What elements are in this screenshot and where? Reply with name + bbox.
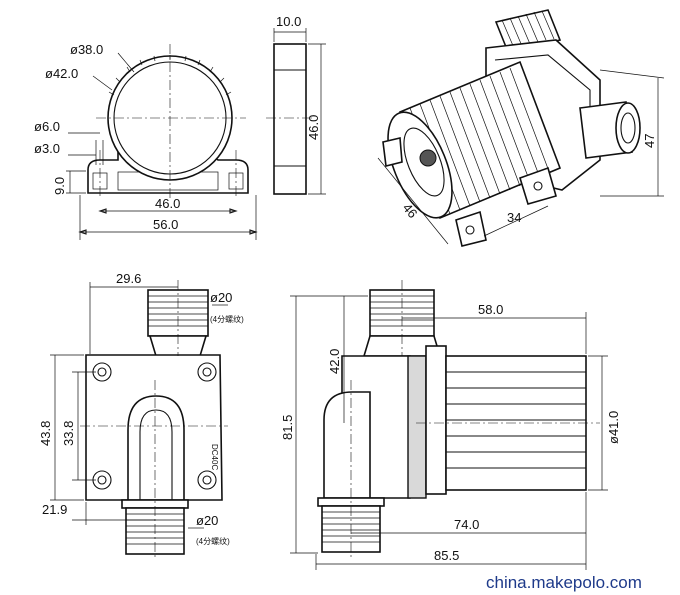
front-view: ø38.0 ø42.0 ø6.0 ø3.0 9.0 46.0 56.0 <box>34 42 258 240</box>
dim-len-inner: 74.0 <box>454 517 479 532</box>
dim-iso-foot: 34 <box>507 210 521 225</box>
note-port-top: (4分螺纹) <box>210 314 244 324</box>
dim-h33: 33.8 <box>61 421 76 446</box>
dim-port-bottom: ø20 <box>196 513 218 528</box>
dim-h46: 46.0 <box>306 115 321 140</box>
dim-offset-top: 29.6 <box>116 271 141 286</box>
model-label: DC40C <box>210 444 219 470</box>
motor-fins-side <box>446 371 586 469</box>
profile-view: 58.0 42.0 81.5 ø41.0 74.0 85.5 <box>280 280 621 570</box>
dim-motor-d: ø41.0 <box>606 411 621 444</box>
dim-d38: ø38.0 <box>70 42 103 57</box>
dim-d42: ø42.0 <box>45 66 78 81</box>
dim-w46: 46.0 <box>155 196 180 211</box>
side-view: 10.0 46.0 <box>266 14 326 195</box>
dim-h43: 43.8 <box>38 421 53 446</box>
dim-port-top: ø20 <box>210 290 232 305</box>
dim-iso-h47: 47 <box>642 134 657 148</box>
dim-len-total: 85.5 <box>434 548 459 563</box>
port-view: DC40C 29.6 ø20 (4分螺纹) 43.8 33.8 21.9 ø20… <box>38 271 244 560</box>
dim-inlet-h: 42.0 <box>327 349 342 374</box>
dim-h9: 9.0 <box>52 177 67 195</box>
dim-d6: ø6.0 <box>34 119 60 134</box>
watermark: china.makepolo.com <box>486 573 642 592</box>
iso-view: 46 34 47 <box>377 9 665 247</box>
dim-w56: 56.0 <box>153 217 178 232</box>
dim-d3: ø3.0 <box>34 141 60 156</box>
dim-motor-len: 58.0 <box>478 302 503 317</box>
dim-total-h: 81.5 <box>280 415 295 440</box>
dim-offset-bottom: 21.9 <box>42 502 67 517</box>
note-port-bottom: (4分螺纹) <box>196 536 230 546</box>
dim-thickness: 10.0 <box>276 14 301 29</box>
